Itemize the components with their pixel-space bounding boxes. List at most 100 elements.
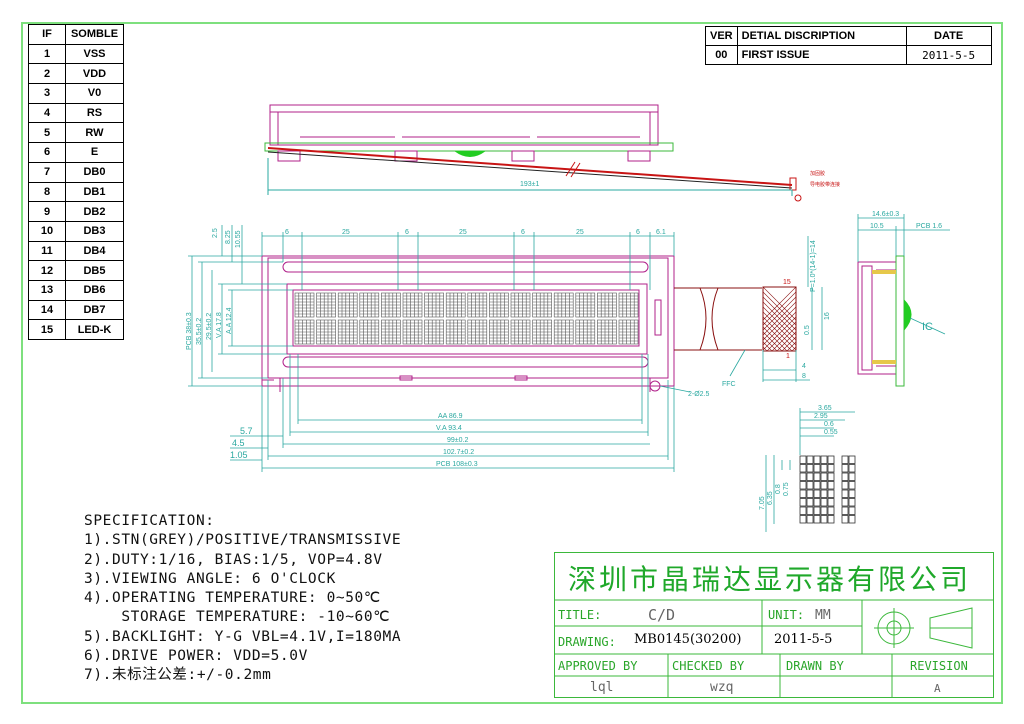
approved-value: lql — [590, 680, 614, 695]
dot-pixel — [813, 506, 821, 515]
dot-pixel — [806, 506, 814, 515]
front-dimensions: 6 25 6 25 6 25 6 6.1 AA 86.9 V.A 93.4 99… — [186, 225, 710, 472]
dot-pixel — [813, 489, 821, 498]
dot-pixel — [806, 472, 814, 481]
approved-label: APPROVED BY — [558, 659, 638, 673]
dot-pixel — [827, 464, 835, 473]
width-99: 99±0.2 — [447, 437, 468, 444]
dot-3-65: 3.65 — [818, 405, 832, 412]
unit-label: UNIT: — [768, 608, 805, 622]
pin-symbol: DB3 — [65, 220, 124, 242]
dim-1-05: 1.05 — [230, 450, 248, 460]
dot-pixel — [820, 472, 828, 481]
dot-pixel — [806, 464, 814, 473]
dot-pixel — [799, 472, 807, 481]
dot-pixel — [827, 472, 835, 481]
dim-8-25: 8.25 — [225, 230, 232, 244]
drawn-label: DRAWN BY — [786, 659, 844, 673]
dot-pixel — [799, 498, 807, 507]
pitch-25-c: 25 — [576, 229, 584, 236]
pin-number: 14 — [28, 299, 66, 321]
side-view — [857, 255, 912, 387]
ver-value: 00 — [705, 45, 738, 65]
spec-line: 5).BACKLIGHT: Y-G VBL=4.1V,I=180MA — [84, 628, 402, 645]
dot-7-05: 7.05 — [759, 496, 766, 510]
revision-row: 00 FIRST ISSUE 2011-5-5 — [705, 45, 992, 65]
dot-pixel — [813, 455, 821, 464]
title-block — [554, 552, 994, 698]
ffc-cable-side — [267, 147, 802, 202]
desc-value: FIRST ISSUE — [736, 45, 907, 65]
ver-header: VER — [705, 26, 738, 46]
specification-block: SPECIFICATION: 1).STN(GREY)/POSITIVE/TRAN… — [84, 512, 401, 686]
dot-pixel — [799, 506, 807, 515]
dot-pixel — [820, 455, 828, 464]
pin-number: 15 — [28, 319, 66, 340]
pitch-25-a: 25 — [342, 229, 350, 236]
dot-pixel — [820, 515, 828, 524]
pcb-height: PCB 38±0.3 — [186, 312, 193, 350]
dot-pixel — [827, 455, 835, 464]
drawing-label: DRAWING: — [558, 635, 616, 649]
dot-pixel — [827, 506, 835, 515]
dot-pixel — [806, 489, 814, 498]
dim-10-55: 10.55 — [235, 230, 242, 248]
pitch-6-c: 6 — [521, 229, 525, 236]
dot-pixel — [799, 455, 807, 464]
front-view — [261, 255, 675, 392]
ffc-contact-hatch — [763, 287, 796, 351]
side-10-5: 10.5 — [870, 223, 884, 230]
pitch-6-a: 6 — [285, 229, 289, 236]
dot-pixel — [799, 515, 807, 524]
dot-6-35: 6.35 — [767, 491, 774, 505]
revision-value: A — [934, 682, 941, 695]
dot-pixel — [827, 489, 835, 498]
cable-dimension: 193±1 加固胶 导电胶带连接 — [267, 158, 840, 196]
va-width: V.A 93.4 — [436, 425, 462, 432]
drawing-date: 2011-5-5 — [774, 632, 833, 647]
dot-pixel — [813, 498, 821, 507]
dot-2-95: 2.95 — [814, 413, 828, 420]
pin-number: 10 — [28, 220, 66, 242]
checked-value: wzq — [710, 680, 734, 695]
dot-0-75: 0.75 — [783, 482, 790, 496]
revision-label: REVISION — [910, 659, 968, 673]
unit-value: MM — [815, 608, 831, 623]
side-14-6: 14.6±0.3 — [872, 211, 899, 218]
spec-line: 4).OPERATING TEMPERATURE: 0~50℃ — [84, 590, 381, 607]
date-value: 2011-5-5 — [905, 45, 992, 65]
ffc-cable-front — [674, 286, 797, 352]
pitch-6-b: 6 — [405, 229, 409, 236]
dot-pixel — [813, 515, 821, 524]
side-pcb-thickness: PCB 1.6 — [916, 223, 942, 230]
dot-pixel — [820, 464, 828, 473]
dot-0-8: 0.8 — [775, 484, 782, 494]
spec-line: 6).DRIVE POWER: VDD=5.0V — [84, 648, 308, 665]
dot-0-55: 0.55 — [824, 429, 838, 436]
pin-1-label: 1 — [786, 353, 790, 360]
dot-pixel — [827, 481, 835, 490]
pitch-6-1: 6.1 — [656, 229, 666, 236]
aa-height: A.A 12.4 — [226, 307, 233, 334]
dot-pixel — [820, 498, 828, 507]
drawing-value: MB0145(30200) — [634, 632, 742, 647]
dot-pixel — [806, 498, 814, 507]
company-name: 深圳市晶瑞达显示器有限公司 — [568, 563, 972, 596]
revision-history-table: VER DETIAL DISCRIPTION DATE 00 FIRST ISS… — [705, 26, 992, 65]
dot-0-6: 0.6 — [824, 421, 834, 428]
revision-header-row: VER DETIAL DISCRIPTION DATE — [705, 26, 992, 46]
spec-line: 7).未标注公差:+/-0.2mm — [84, 667, 272, 684]
dot-pixel — [827, 498, 835, 507]
side-dimensions: 14.6±0.3 10.5 PCB 1.6 IC — [857, 211, 950, 335]
ffc-4: 4 — [802, 363, 806, 370]
pcb-width: PCB 108±0.3 — [436, 461, 478, 468]
spec-title: SPECIFICATION: — [84, 513, 215, 529]
pitch-6-d: 6 — [636, 229, 640, 236]
